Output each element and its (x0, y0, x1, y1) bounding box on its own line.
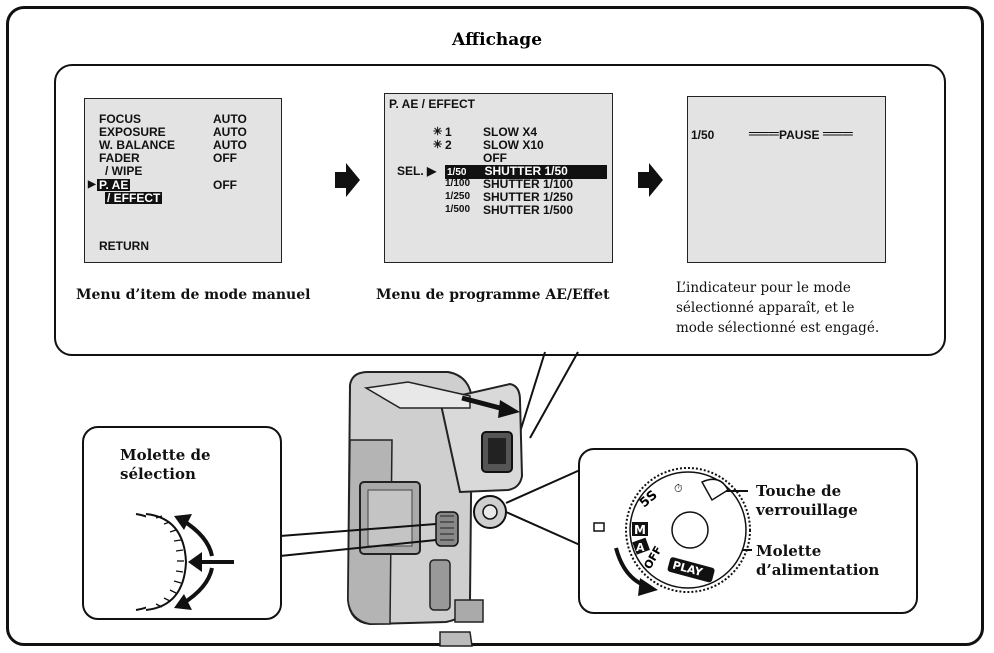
selection-dial-label-line1: Molette de (120, 446, 211, 464)
menu-label-wipe: / WIPE (105, 164, 143, 178)
ae-left-1: 1 (445, 125, 452, 139)
selection-dial-icon (135, 513, 234, 611)
menu-return: RETURN (99, 239, 149, 253)
menu-label-exposure: EXPOSURE (99, 125, 166, 139)
arrow-right-icon (335, 163, 360, 197)
ae-left-4: 1/50 (447, 167, 467, 178)
ae-row-6: SHUTTER 1/250 (483, 190, 574, 204)
ae-row-2: SLOW X10 (483, 138, 544, 152)
selection-dial-label: Molette de sélection (120, 446, 211, 484)
ae-left-6: 1/250 (445, 191, 471, 202)
menu-value-pae: OFF (213, 178, 237, 192)
menu-label-effect: / EFFECT (105, 191, 163, 205)
ae-row-selected: 1/50 SHUTTER 1/50 (445, 165, 607, 179)
menu-label-pae: P. AE (97, 178, 131, 192)
caption-indicator-line1: L’indicateur pour le mode (676, 280, 851, 296)
diagram-title: Affichage (451, 30, 543, 50)
power-dial-icon: ⏱ 5S M A OFF PLAY (593, 467, 752, 596)
ae-row-1: SLOW X4 (483, 125, 538, 139)
lock-button-label-line2: verrouillage (756, 501, 858, 519)
caption-indicator-line3: mode sélectionné est engagé. (676, 320, 880, 336)
lock-button-label-line1: Touche de (756, 482, 842, 500)
caption-indicator-line2: sélectionné apparaît, et le (676, 300, 855, 316)
menu-value-wbalance: AUTO (213, 138, 247, 152)
shutter-speed-indicator: 1/50 (691, 128, 715, 142)
menu-value-exposure: AUTO (213, 125, 247, 139)
menu-label-focus: FOCUS (99, 112, 141, 126)
menu-value-fader: OFF (213, 151, 237, 165)
ae-row-7: SHUTTER 1/500 (483, 203, 574, 217)
self-timer-icon: ⏱ (674, 482, 683, 495)
ae-row-3: OFF (483, 151, 507, 165)
flow-arrows (335, 163, 663, 197)
slow-icon-2: ✳ (433, 139, 443, 151)
selection-dial-callout: Molette de sélection (82, 426, 282, 620)
caption-ae-menu: Menu de programme AE/Effet (376, 287, 610, 303)
ae-header: P. AE / EFFECT (389, 97, 476, 111)
dial-m: M (634, 523, 646, 537)
pause-bar-left: ═══ (749, 125, 779, 141)
arrow-right-icon-2 (638, 163, 663, 197)
menu-value-focus: AUTO (213, 112, 247, 126)
ae-effect-screen: P. AE / EFFECT ✳ 1 SLOW X4 ✳ 2 SLOW X10 … (384, 93, 613, 263)
selection-dial-label-line2: sélection (120, 465, 196, 483)
power-dial-label-line1: Molette (756, 542, 822, 560)
display-panel: FOCUS AUTO EXPOSURE AUTO W. BALANCE AUTO… (54, 64, 946, 356)
dial-a: A (636, 541, 645, 554)
ae-row-4: SHUTTER 1/50 (484, 164, 568, 178)
menu-cursor: ▶ (88, 179, 96, 190)
power-dial-label-line2: d’alimentation (756, 561, 880, 579)
ae-sel-label: SEL. ▶ (397, 164, 437, 178)
tape-icon (593, 522, 605, 532)
ae-left-7: 1/500 (445, 204, 471, 215)
caption-indicator: L’indicateur pour le mode sélectionné ap… (676, 278, 879, 338)
menu-label-wbalance: W. BALANCE (99, 138, 175, 152)
ae-left-2: 2 (445, 138, 452, 152)
pause-bar-right: ═══ (823, 125, 853, 141)
pause-screen: 1/50 ═══ PAUSE ═══ (687, 96, 886, 263)
menu-label-fader: FADER (99, 151, 140, 165)
lock-button-label: Touche de verrouillage (756, 482, 858, 520)
slow-icon-1: ✳ (433, 126, 443, 138)
ae-left-5: 1/100 (445, 178, 471, 189)
ae-row-5: SHUTTER 1/100 (483, 177, 574, 191)
caption-manual-menu: Menu d’item de mode manuel (76, 287, 311, 303)
power-dial-label: Molette d’alimentation (756, 542, 879, 580)
power-dial-callout: ⏱ 5S M A OFF PLAY Touche de verrouillage… (578, 448, 918, 614)
pause-status: PAUSE (779, 128, 820, 142)
outer-frame (6, 6, 984, 646)
manual-menu-screen: FOCUS AUTO EXPOSURE AUTO W. BALANCE AUTO… (84, 98, 282, 263)
